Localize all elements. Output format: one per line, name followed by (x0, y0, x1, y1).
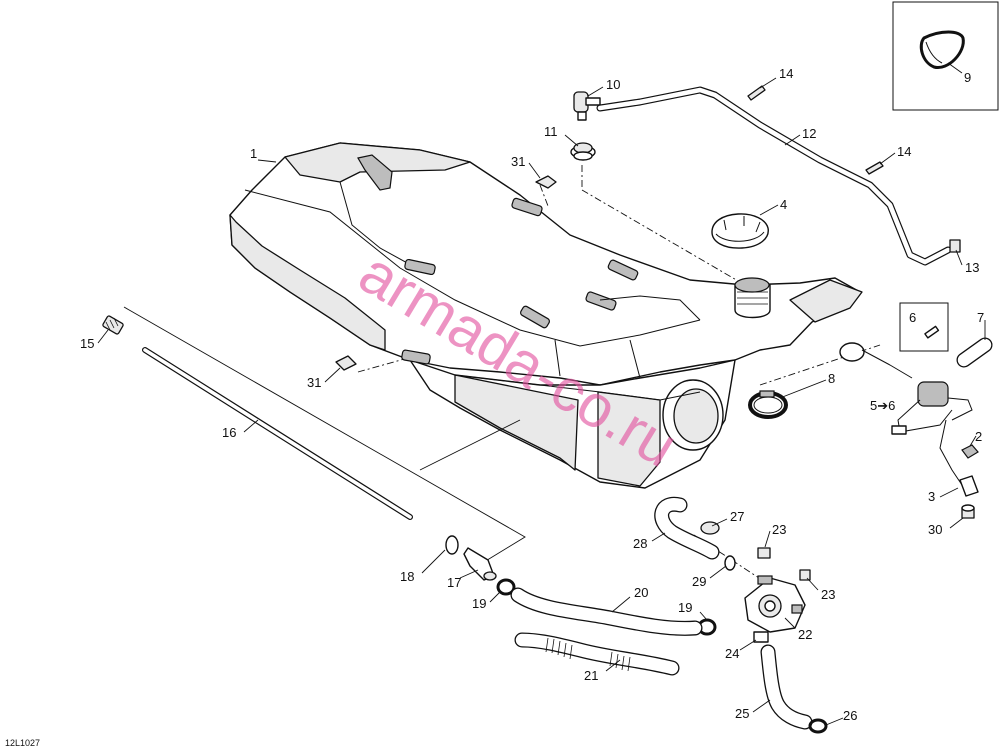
callout-19b: 19 (678, 600, 692, 615)
callout-22: 22 (798, 627, 812, 642)
callout-2: 2 (975, 429, 982, 444)
screw-15 (102, 315, 124, 335)
washer-18 (445, 535, 459, 555)
callout-labels: 1 2 3 4 5➔6 6 7 8 9 10 11 12 13 14 14 15… (80, 66, 984, 723)
callout-19a: 19 (472, 596, 486, 611)
clamp-part-9 (919, 30, 965, 69)
clip-2 (961, 444, 979, 459)
rubber-pad-31b (335, 355, 357, 371)
hose-25 (760, 644, 813, 730)
fuel-level-sensor-5 (839, 342, 973, 486)
tube-clip-14a (747, 85, 766, 101)
callout-21: 21 (584, 668, 598, 683)
callout-20: 20 (634, 585, 648, 600)
callout-12: 12 (802, 126, 816, 141)
nut-23a (757, 547, 771, 559)
callout-14a: 14 (779, 66, 793, 81)
callout-3: 3 (928, 489, 935, 504)
fuel-pump-22 (744, 575, 806, 633)
rubber-pad-31a (535, 175, 557, 189)
callout-9: 9 (964, 70, 971, 85)
fuse-part-6 (924, 325, 940, 339)
bracket-lines (123, 306, 526, 563)
callout-29: 29 (692, 574, 706, 589)
nut-23b (799, 569, 811, 581)
tube-clip-14b (865, 161, 884, 175)
hose-20 (510, 587, 703, 636)
callout-8: 8 (828, 371, 835, 386)
hose-28 (654, 496, 720, 560)
clamp-8 (748, 390, 788, 419)
callout-14b: 14 (897, 144, 911, 159)
callout-18: 18 (400, 569, 414, 584)
diagram-code: 12L1027 (5, 738, 40, 748)
hose-21 (514, 632, 680, 676)
callout-1: 1 (250, 146, 257, 161)
callout-4: 4 (780, 197, 787, 212)
leader-lines (97, 77, 986, 726)
callout-23b: 23 (821, 587, 835, 602)
rod-16 (142, 347, 413, 520)
vent-tube-12 (596, 86, 952, 266)
clamp-19a (496, 578, 516, 596)
callout-30: 30 (928, 522, 942, 537)
callout-24: 24 (725, 646, 739, 661)
callout-27: 27 (730, 509, 744, 524)
callout-26: 26 (843, 708, 857, 723)
bracket-3 (959, 475, 979, 497)
inset-box-clamp (892, 1, 999, 111)
callout-10: 10 (606, 77, 620, 92)
callout-25: 25 (735, 706, 749, 721)
callout-31b: 31 (307, 375, 321, 390)
fitting-17 (463, 547, 497, 581)
callout-31a: 31 (511, 154, 525, 169)
fuel-tank (229, 142, 863, 489)
tube-end-13 (949, 239, 961, 253)
fuel-cap-4 (711, 213, 769, 249)
callout-11: 11 (544, 124, 558, 139)
callout-17: 17 (447, 575, 461, 590)
grommet-11 (570, 142, 596, 161)
callout-6: 6 (909, 310, 916, 325)
callout-7: 7 (977, 310, 984, 325)
vent-valve-10 (573, 91, 601, 121)
callout-13: 13 (965, 260, 979, 275)
clamp-26 (808, 718, 828, 734)
nut-30 (961, 504, 975, 519)
ring-29 (724, 555, 736, 571)
callout-28: 28 (633, 536, 647, 551)
callout-16: 16 (222, 425, 236, 440)
callout-5-6: 5➔6 (870, 398, 895, 413)
callout-23a: 23 (772, 522, 786, 537)
connector-7 (956, 337, 993, 368)
callout-15: 15 (80, 336, 94, 351)
fitting-24 (753, 631, 769, 643)
inset-box-fuse (899, 302, 949, 352)
